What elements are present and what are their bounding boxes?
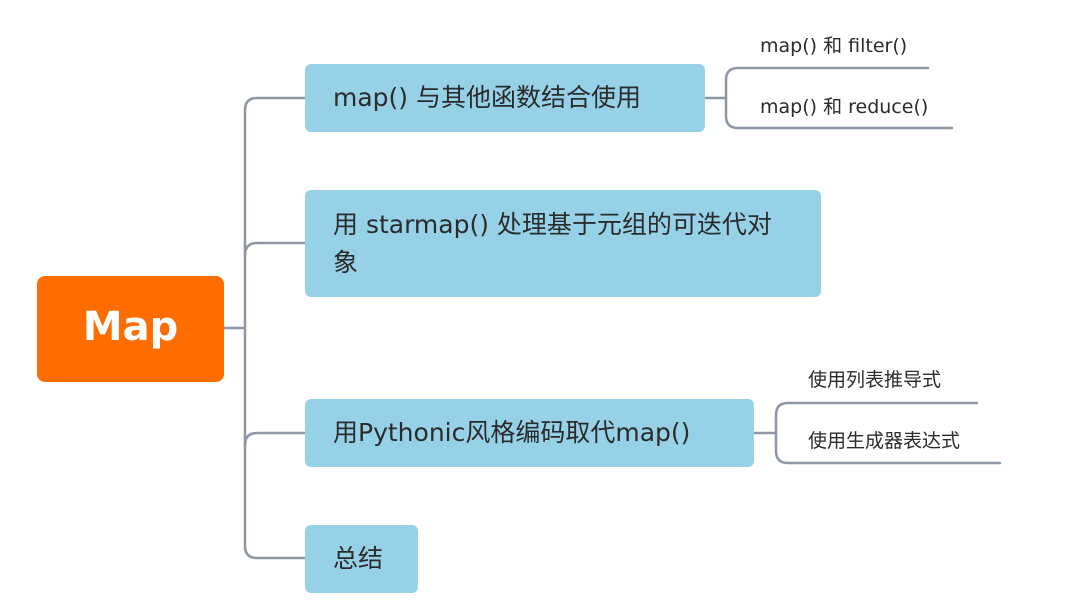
topic-summary[interactable]: 总结 — [305, 525, 418, 593]
topic-label: 总结 — [333, 544, 384, 573]
branch-connector-3 — [243, 431, 307, 447]
topic-pythonic-style[interactable]: 用Pythonic风格编码取代map() — [305, 399, 754, 467]
subtopic-map-filter[interactable]: map() 和 filter() — [760, 35, 908, 57]
branch-connector-2 — [243, 241, 307, 257]
child-connector-1a — [724, 66, 930, 100]
root-label: Map — [82, 304, 179, 350]
topic-starmap[interactable]: 用 starmap() 处理基于元组的可迭代对象 — [305, 190, 821, 297]
topic-label: 用 starmap() 处理基于元组的可迭代对象 — [333, 209, 772, 277]
subtopic-generator-expression[interactable]: 使用生成器表达式 — [808, 430, 961, 452]
trunk-line — [243, 96, 307, 112]
trunk-line — [243, 108, 307, 560]
topic-label: map() 与其他函数结合使用 — [333, 83, 641, 112]
topic-label: 用Pythonic风格编码取代map() — [333, 418, 691, 447]
subtopic-list-comprehension[interactable]: 使用列表推导式 — [808, 369, 942, 391]
child-connector-3b — [774, 431, 1002, 465]
root-node[interactable]: Map — [37, 276, 224, 382]
subtopic-map-reduce[interactable]: map() 和 reduce() — [760, 96, 929, 118]
child-connector-3a — [774, 401, 979, 435]
child-connector-1b — [724, 96, 954, 130]
topic-map-combination[interactable]: map() 与其他函数结合使用 — [305, 64, 705, 132]
